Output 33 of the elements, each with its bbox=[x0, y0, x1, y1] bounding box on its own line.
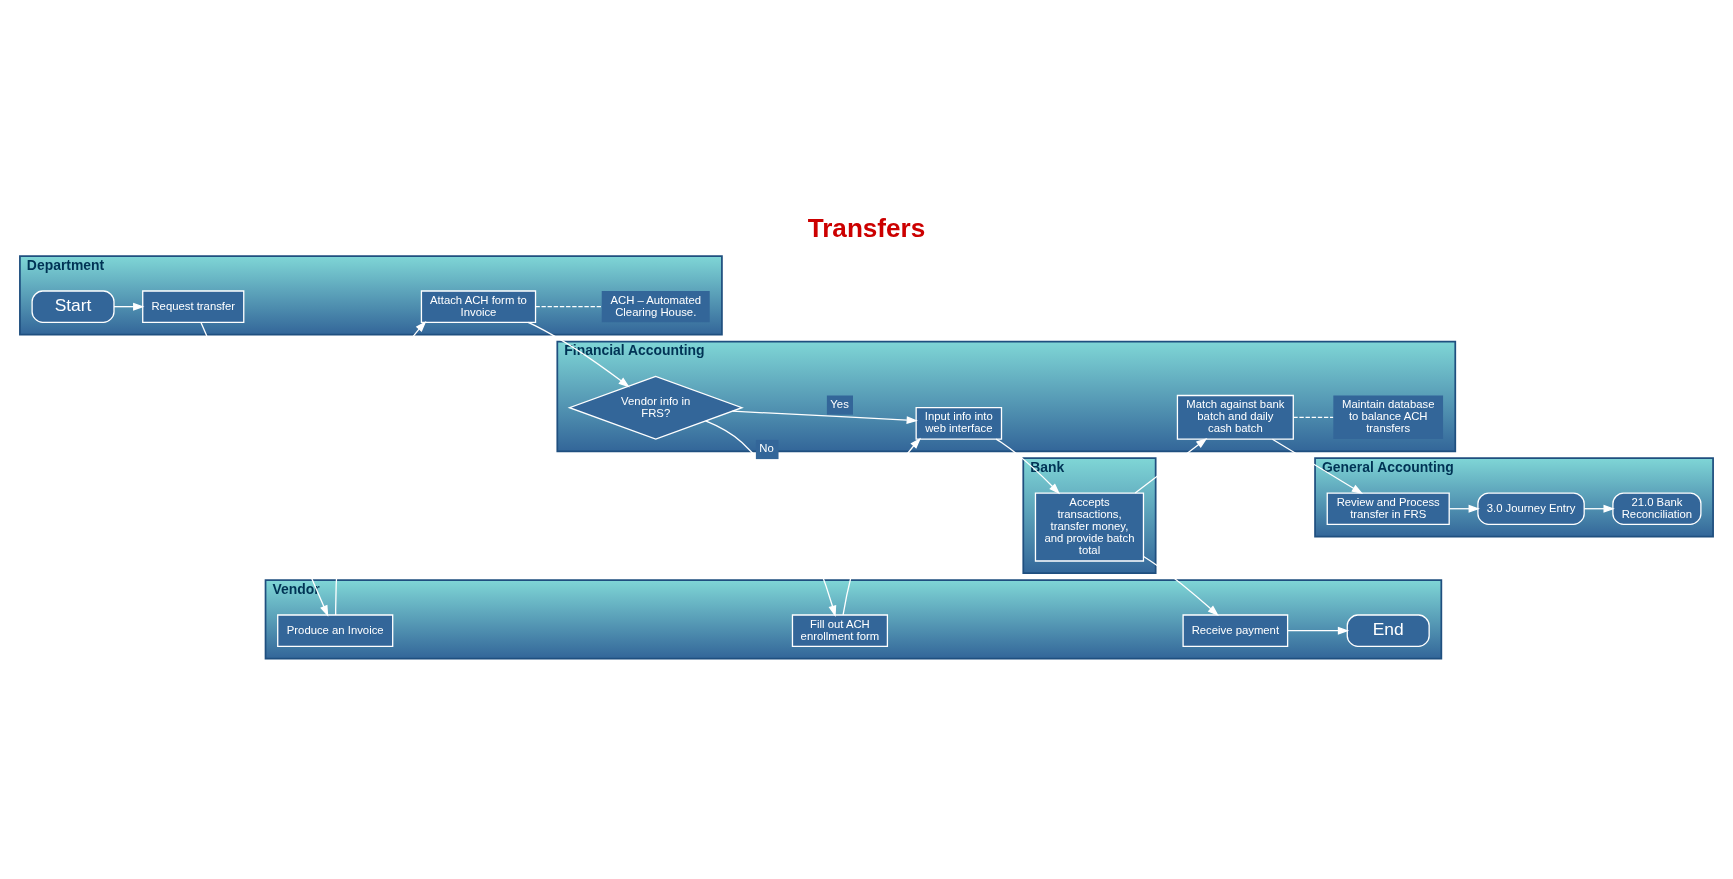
diagram-title: Transfers bbox=[807, 213, 926, 243]
node-box: Produce an Invoice bbox=[277, 614, 394, 647]
connector bbox=[1292, 416, 1334, 418]
arrow bbox=[1271, 438, 1364, 495]
arrow bbox=[335, 321, 427, 616]
arrow bbox=[731, 410, 918, 425]
node-box: Start bbox=[31, 290, 115, 323]
arrow bbox=[705, 420, 837, 617]
node-box: ACH – Automated Clearing House. bbox=[601, 291, 710, 323]
node-box: Accepts transactions, transfer money, and provide batch total bbox=[1034, 492, 1145, 562]
arrow bbox=[1142, 555, 1219, 617]
node-box: Review and Process transfer in FRS bbox=[1326, 492, 1450, 526]
node-box: Fill out ACH enrollment form bbox=[791, 614, 889, 647]
arrow bbox=[1448, 504, 1480, 513]
node-box: Input info into web interface bbox=[915, 407, 1003, 440]
node-box: 21.0 Bank Reconciliation bbox=[1612, 492, 1702, 526]
edge-label: No bbox=[759, 442, 774, 455]
arrow bbox=[527, 321, 630, 388]
arrow bbox=[842, 437, 922, 616]
node-box: 3.0 Journey Entry bbox=[1477, 492, 1585, 526]
connector bbox=[534, 306, 603, 308]
arrow bbox=[1583, 504, 1615, 513]
node-box: Maintain database to balance ACH transfers bbox=[1333, 395, 1444, 440]
arrow bbox=[200, 321, 329, 617]
edge-label: Yes bbox=[830, 398, 849, 411]
node-box: Attach ACH form to Invoice bbox=[420, 290, 537, 323]
node-box: Receive payment bbox=[1182, 614, 1289, 647]
arrow bbox=[113, 302, 145, 311]
node-box: Request transfer bbox=[142, 290, 245, 323]
arrow bbox=[1287, 626, 1350, 635]
node-box: Match against bank batch and daily cash batch bbox=[1176, 394, 1294, 440]
node-box: End bbox=[1346, 614, 1430, 647]
arrow bbox=[1134, 437, 1208, 494]
